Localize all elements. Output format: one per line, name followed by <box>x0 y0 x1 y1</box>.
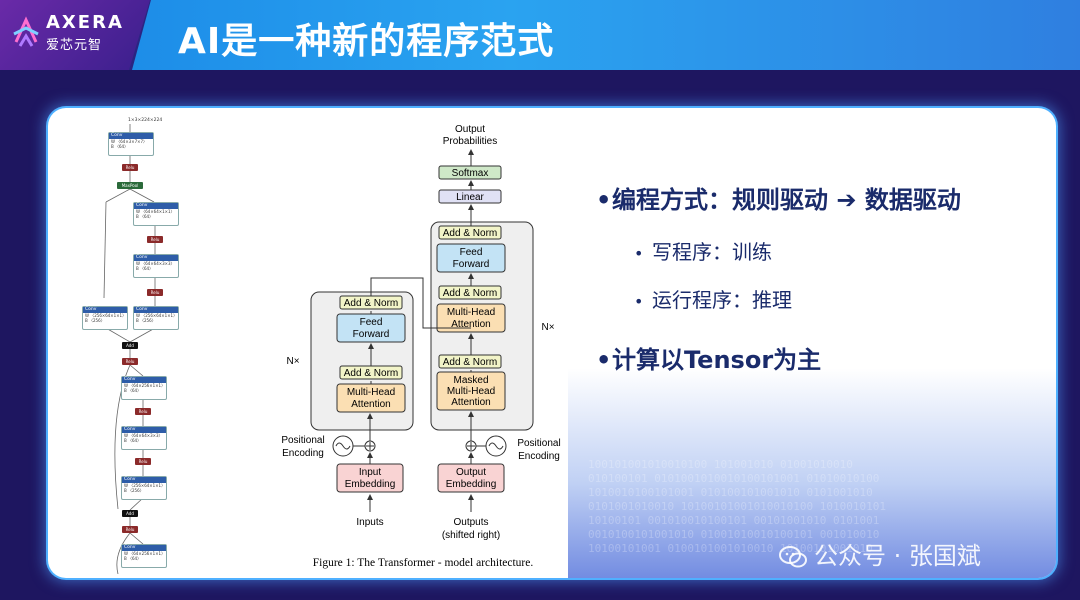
bullet-tensor: •计算以Tensor为主 <box>596 346 822 374</box>
conv-node: Conv W 〈256×64×1×1〉B 〈256〉 <box>82 306 128 330</box>
axera-logo-icon <box>13 16 39 47</box>
brand-chinese: 爱芯元智 <box>46 38 103 53</box>
softmax-label: Softmax <box>452 168 489 179</box>
outputs-label-2: (shifted right) <box>442 530 500 541</box>
decoder-add-norm-bottom: Add & Norm <box>443 357 497 368</box>
conv-node: Conv W 〈64×64×3×3〉B 〈64〉 <box>133 254 179 278</box>
figure-caption: Figure 1: The Transformer - model archit… <box>313 557 534 569</box>
decorative-gradient <box>568 368 1056 578</box>
encoder-attention-1: Multi-Head <box>347 387 395 398</box>
relu-node: Relu <box>135 408 151 415</box>
enc-positional-2: Encoding <box>282 448 324 459</box>
add-node: Add <box>122 342 138 349</box>
conv-node: Conv W 〈256×64×1×1〉B 〈256〉 <box>121 476 167 500</box>
decoder-attention-1: Multi-Head <box>447 307 495 318</box>
encoder-add-norm-top: Add & Norm <box>344 298 398 309</box>
page-title: AI是一种新的程序范式 <box>178 21 555 62</box>
decoder-add-norm-top: Add & Norm <box>443 228 497 239</box>
encoder-attention-2: Attention <box>351 399 390 410</box>
relu-node: Relu <box>147 289 163 296</box>
dec-positional-2: Encoding <box>518 451 560 462</box>
relu-node: Relu <box>147 236 163 243</box>
conv-node: Conv W 〈64×64×3×3〉B 〈64〉 <box>121 426 167 450</box>
output-embedding-1: Output <box>456 467 486 478</box>
input-embedding-1: Input <box>359 467 381 478</box>
encoder-feed-forward-2: Forward <box>353 329 390 340</box>
masked-attention-3: Attention <box>451 397 490 408</box>
content-card: 100101001010010100 101001010 01001010010… <box>48 108 1056 578</box>
relu-node: Relu <box>135 458 151 465</box>
input-shape-label: 1×3×224×224 <box>128 118 163 123</box>
wechat-watermark: 公众号 · 张国斌 <box>778 536 981 571</box>
encoder-add-norm-bottom: Add & Norm <box>344 368 398 379</box>
bullet-programming-style: •编程方式：规则驱动 ➔ 数据驱动 <box>596 186 961 214</box>
conv-node: Conv W 〈64×256×1×1〉B 〈64〉 <box>121 376 167 400</box>
bullet-run-program: •运行程序：推理 <box>634 288 792 312</box>
decoder-add-norm-mid: Add & Norm <box>443 288 497 299</box>
slide-header: AXERA 爱芯元智 AI是一种新的程序范式 <box>0 0 1080 70</box>
bullet-write-program: •写程序：训练 <box>634 240 772 264</box>
binary-background: 100101001010010100 101001010 01001010010… <box>588 458 887 555</box>
inputs-label: Inputs <box>356 517 383 528</box>
wechat-icon <box>779 546 807 568</box>
conv-node: Conv W 〈256×64×1×1〉B 〈256〉 <box>133 306 179 330</box>
transformer-diagram: Add & Norm Feed Forward Add & Norm Multi… <box>281 124 560 569</box>
maxpool-node: MaxPool <box>117 182 143 189</box>
encoder-feed-forward-1: Feed <box>360 317 383 328</box>
relu-node: Relu <box>122 526 138 533</box>
conv-node: Conv W 〈64×3×7×7〉B 〈64〉 <box>108 132 154 156</box>
relu-node: Relu <box>122 164 138 171</box>
decoder-feed-forward-2: Forward <box>453 259 490 270</box>
encoder-nx: N× <box>286 356 299 367</box>
add-node: Add <box>122 510 138 517</box>
resnet-graph: 1×3×224×224 Conv W 〈64×3×7×7〉B 〈64〉 Relu… <box>58 114 208 574</box>
output-prob-1: Output <box>455 124 485 135</box>
logo-panel: AXERA 爱芯元智 <box>0 0 150 70</box>
masked-attention-2: Multi-Head <box>447 386 495 397</box>
conv-node: Conv W 〈64×64×1×1〉B 〈64〉 <box>133 202 179 226</box>
decoder-attention-2: Attention <box>451 319 490 330</box>
relu-node: Relu <box>122 358 138 365</box>
conv-node: Conv W 〈64×256×1×1〉B 〈64〉 <box>121 544 167 568</box>
input-embedding-2: Embedding <box>345 479 396 490</box>
linear-label: Linear <box>456 192 484 203</box>
output-prob-2: Probabilities <box>443 136 497 147</box>
enc-positional-1: Positional <box>281 435 324 446</box>
output-embedding-2: Embedding <box>446 479 497 490</box>
outputs-label-1: Outputs <box>453 517 488 528</box>
decoder-feed-forward-1: Feed <box>460 247 483 258</box>
dec-positional-1: Positional <box>517 438 560 449</box>
decoder-nx: N× <box>541 322 554 333</box>
masked-attention-1: Masked <box>453 375 488 386</box>
title-banner <box>132 0 1080 70</box>
brand-name: AXERA <box>46 12 124 33</box>
